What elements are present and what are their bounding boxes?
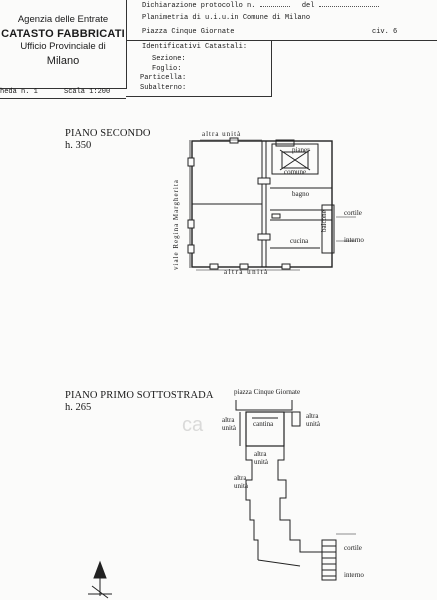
room-bagno: bagno	[292, 190, 310, 198]
planimetria-label: Planimetria di u.i.u.in Comune di Milano	[142, 14, 311, 22]
lower-plan-title: PIANO PRIMO SOTTOSTRADA	[65, 390, 214, 401]
north-arrow-icon	[88, 560, 112, 599]
subalterno-label: Subalterno:	[140, 84, 187, 92]
floor-plan-drawing	[88, 137, 356, 599]
sheet-scale: Scala 1:200	[64, 88, 111, 96]
agency-office: Ufficio Provinciale di	[20, 41, 106, 52]
upper-plan-title: PIANO SECONDO	[65, 128, 151, 139]
lower-altra-unita-bottom-left: altra unità	[234, 474, 248, 490]
upper-plan-height: h. 350	[65, 140, 92, 151]
sheet-number: heda n. 1	[0, 88, 38, 96]
cadastral-title: Identificativi Catastali:	[142, 43, 248, 51]
agency-name: Agenzia delle Entrate	[17, 14, 109, 25]
cadastral-identifiers: Identificativi Catastali: Sezione: Fogli…	[126, 40, 272, 97]
room-cucina: cucina	[290, 237, 309, 245]
agency-city: Milano	[46, 55, 80, 67]
protocol-del: del	[301, 2, 315, 10]
lower-altra-unita-left: altra unità	[222, 416, 236, 432]
sheet-info: heda n. 1 Scala 1:200	[0, 88, 126, 99]
agency-department: CATASTO FABBRICATI	[1, 28, 125, 40]
upper-altra-unita-bottom: altra unità	[224, 268, 269, 276]
cellar-room	[245, 411, 285, 447]
sezione-label: Sezione:	[152, 55, 186, 63]
upper-cortile: cortile	[344, 209, 362, 217]
address: Piazza Cinque Giornate	[142, 28, 235, 36]
upper-altra-unita-top: altra unità	[202, 130, 242, 138]
lower-piazza: piazza Cinque Giornate	[234, 388, 301, 396]
lower-stair	[321, 539, 337, 581]
civic-number: civ. 6	[372, 28, 398, 36]
foglio-label: Foglio:	[152, 65, 182, 73]
watermark-logo: ca	[182, 414, 204, 436]
particella-label: Particella:	[140, 74, 187, 82]
balcony	[321, 204, 335, 254]
street-label: viale Regina Margherita	[172, 179, 180, 270]
lower-altra-unita-right: altra unità	[306, 412, 320, 428]
lower-interno: interno	[344, 571, 364, 579]
agency-header: Agenzia delle Entrate CATASTO FABBRICATI…	[0, 0, 127, 89]
room-comune: comune	[284, 168, 307, 176]
lower-plan-height: h. 265	[65, 402, 92, 413]
declaration-box: Dichiarazione protocollo n. del Planimet…	[126, 0, 437, 41]
lower-cortile: cortile	[344, 544, 362, 552]
room-balcone: balcone	[320, 210, 328, 232]
protocol-label: Dichiarazione protocollo n.	[142, 2, 256, 10]
upper-interno: interno	[344, 236, 364, 244]
stairwell	[271, 143, 319, 175]
lower-altra-unita-below: altra unità	[254, 450, 268, 466]
lower-cantina: cantina	[253, 420, 274, 428]
room-pianerottolo: pianer	[292, 146, 310, 154]
